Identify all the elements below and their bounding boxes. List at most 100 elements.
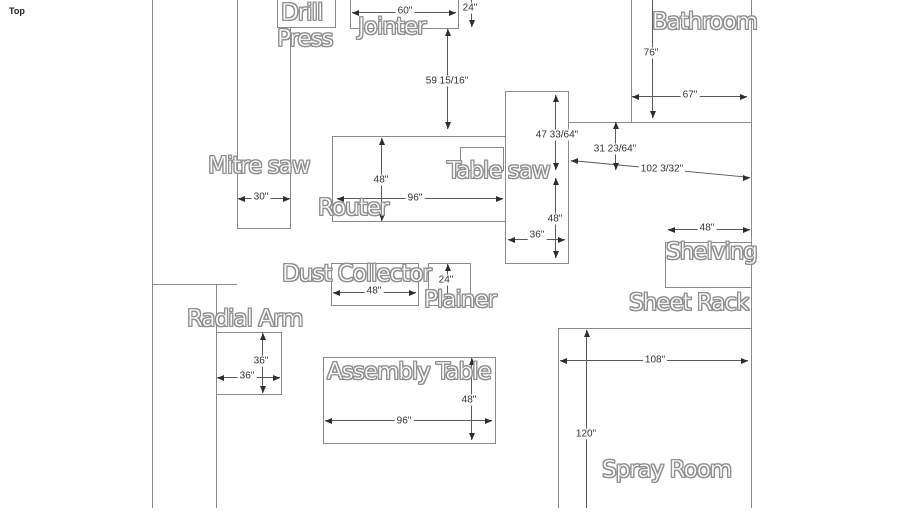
wall-line: [335, 0, 336, 27]
dimension-label: 48": [364, 285, 384, 297]
dimension-label: 96": [394, 415, 414, 427]
wall-line: [290, 28, 291, 228]
dimension-label: 102 3/32": [638, 163, 686, 175]
wall-line: [631, 0, 632, 122]
wall-line: [331, 263, 332, 306]
equipment-label-shelving: Shelving: [666, 239, 758, 265]
wall-line: [332, 136, 506, 137]
equipment-label-spray-room: Spray Room: [602, 457, 733, 483]
dimension-arrow-icon: [485, 418, 492, 424]
dimension-arrow-icon: [238, 196, 245, 202]
wall-line: [665, 242, 752, 243]
dimension-arrow-icon: [743, 227, 750, 233]
dimension-line: [586, 330, 587, 508]
dimension-label: 24": [436, 274, 456, 286]
dimension-arrow-icon: [632, 94, 639, 100]
dimension-label: 48": [459, 394, 479, 406]
wall-line: [323, 357, 324, 444]
dimension-arrow-icon: [445, 29, 451, 36]
equipment-label-jointer: Jointer: [358, 14, 427, 40]
wall-line: [505, 91, 569, 92]
wall-line: [331, 263, 419, 264]
wall-line: [332, 221, 506, 222]
wall-line: [281, 332, 282, 394]
dimension-arrow-icon: [508, 237, 515, 243]
dimension-arrow-icon: [409, 290, 416, 296]
dimension-arrow-icon: [379, 138, 385, 145]
equipment-label-sheet-rack: Sheet Rack: [629, 290, 750, 316]
wall-line: [460, 147, 504, 148]
dimension-line: [652, 0, 653, 118]
dimension-arrow-icon: [449, 10, 456, 16]
wall-line: [152, 0, 153, 508]
wall-line: [751, 0, 752, 508]
dimension-arrow-icon: [553, 95, 559, 102]
dimension-arrow-icon: [333, 290, 340, 296]
wall-line: [665, 287, 752, 288]
dimension-arrow-icon: [743, 175, 750, 181]
dimension-arrow-icon: [553, 163, 559, 170]
wall-line: [331, 305, 419, 306]
dimension-arrow-icon: [553, 178, 559, 185]
dimension-label: 30": [251, 191, 271, 203]
wall-line: [558, 328, 559, 508]
wall-line: [277, 0, 278, 27]
wall-line: [216, 284, 217, 508]
dimension-arrow-icon: [260, 333, 266, 340]
dimension-label: 67": [680, 89, 700, 101]
wall-line: [665, 242, 666, 288]
dimension-label: 76": [641, 47, 661, 59]
dimension-label: 48": [371, 174, 391, 186]
equipment-label-table-saw: Table saw: [447, 158, 551, 184]
dimension-label: 48": [697, 222, 717, 234]
wall-line: [350, 28, 459, 29]
wall-line: [237, 228, 291, 229]
wall-line: [568, 91, 569, 263]
wall-line: [332, 136, 333, 222]
wall-line: [460, 170, 504, 171]
wall-line: [505, 263, 569, 264]
dimension-arrow-icon: [469, 20, 475, 27]
dimension-label: 36": [527, 229, 547, 241]
dimension-label: 108": [642, 354, 668, 366]
equipment-label-plainer: Plainer: [424, 287, 497, 313]
equipment-label-radial-arm: Radial Arm: [187, 306, 304, 332]
equipment-label-dust-collector: Dust Collector: [282, 261, 432, 287]
dimension-arrow-icon: [337, 196, 344, 202]
wall-line: [350, 0, 351, 28]
wall-line: [216, 332, 282, 333]
dimension-label: 31 23/64": [591, 143, 639, 155]
dimension-arrow-icon: [668, 227, 675, 233]
wall-line: [558, 328, 752, 329]
wall-line: [568, 122, 752, 123]
dimension-label: 59 15/16": [423, 75, 471, 87]
dimension-arrow-icon: [650, 111, 656, 118]
wall-line: [323, 443, 496, 444]
wall-line: [503, 147, 504, 171]
wall-line: [505, 91, 506, 263]
dimension-label: 36": [251, 355, 271, 367]
dimension-arrow-icon: [741, 358, 748, 364]
equipment-label-press: Press: [277, 26, 334, 52]
dimension-arrow-icon: [496, 196, 503, 202]
equipment-label-drill: Drill: [281, 0, 324, 26]
dimension-label: 36": [237, 370, 257, 382]
dimension-label: 47 33/64": [533, 129, 581, 141]
dimension-arrow-icon: [469, 433, 475, 440]
dimension-arrow-icon: [445, 264, 451, 271]
dimension-arrow-icon: [217, 375, 224, 381]
dimension-arrow-icon: [560, 358, 567, 364]
wall-line: [418, 263, 419, 306]
dimension-label: 96": [405, 192, 425, 204]
dimension-arrow-icon: [553, 251, 559, 258]
wall-line: [428, 305, 471, 306]
dimension-arrow-icon: [283, 196, 290, 202]
dimension-arrow-icon: [260, 386, 266, 393]
wall-line: [323, 357, 496, 358]
dimension-label: 48": [545, 213, 565, 225]
equipment-label-bathroom: Bathroom: [652, 9, 758, 35]
dimension-arrow-icon: [469, 358, 475, 365]
dimension-arrow-icon: [445, 122, 451, 129]
dimension-arrow-icon: [613, 163, 619, 170]
